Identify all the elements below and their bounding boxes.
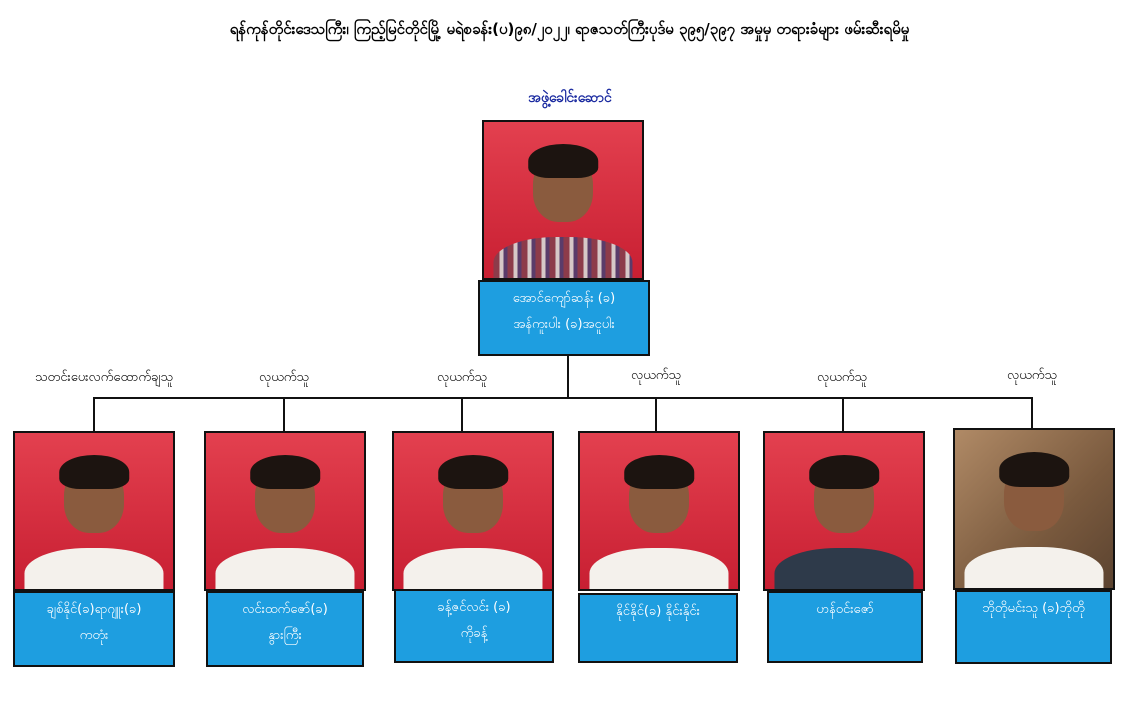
branch-connector — [1031, 397, 1033, 431]
member-name-line1: နိုင်နိုင်(ခ) နိုင်းနိုင်း — [616, 604, 700, 619]
member-photo — [13, 431, 175, 591]
member-role-label: လုယက်သူ — [436, 370, 488, 385]
member-photo — [392, 431, 554, 591]
member-name-line1: ဟန်ဝင်းဇော် — [816, 602, 874, 617]
member-name-box: နိုင်နိုင်(ခ) နိုင်းနိုင်း — [578, 593, 738, 663]
member-name-line2: ကိုခန့် — [460, 626, 488, 641]
member-photo — [763, 431, 925, 591]
member-name-box: လင်းထက်ဇော်(ခ) နွားကြီး — [206, 591, 364, 667]
horizontal-connector — [93, 397, 1033, 399]
member-role-label: လုယက်သူ — [630, 368, 682, 383]
leader-connector — [567, 356, 569, 398]
leader-name-line2: အန်ကူးပါး (ခ)အငူပါး — [513, 317, 615, 332]
member-role-label: လုယက်သူ — [816, 370, 868, 385]
branch-connector — [283, 397, 285, 431]
member-name-box: ဟန်ဝင်းဇော် — [767, 591, 923, 663]
member-photo — [578, 431, 740, 591]
leader-name-line1: အောင်ကျော်ဆန်း (ခ) — [512, 291, 616, 306]
branch-connector — [461, 397, 463, 431]
member-role-label: သတင်းပေးလက်ထောက်ချသူ — [34, 370, 174, 385]
member-role-label: လုယက်သူ — [1006, 368, 1058, 383]
member-photo — [953, 428, 1115, 590]
member-name-box: ဘိုတိုမင်းသူ (ခ)ဘိုတို — [955, 590, 1112, 664]
member-photo — [204, 431, 366, 591]
member-role-label: လုယက်သူ — [258, 370, 310, 385]
member-name-box: ခန့်ဇင်လင်း (ခ) ကိုခန့် — [394, 589, 554, 663]
leader-photo — [482, 120, 644, 280]
member-name-line1: ခန့်ဇင်လင်း (ခ) — [437, 600, 511, 615]
member-name-line2: ကတုံး — [79, 628, 109, 643]
member-name-line2: နွားကြီး — [268, 628, 302, 643]
member-name-line1: ချစ်နိုင်(ခ)ရာဂျူး(ခ) — [46, 602, 142, 617]
member-name-line1: လင်းထက်ဇော်(ခ) — [242, 602, 328, 617]
branch-connector — [93, 397, 95, 431]
leader-role-label: အဖွဲ့ခေါင်းဆောင် — [528, 90, 612, 106]
member-name-box: ချစ်နိုင်(ခ)ရာဂျူး(ခ) ကတုံး — [13, 591, 175, 667]
branch-connector — [655, 397, 657, 431]
leader-name-box: အောင်ကျော်ဆန်း (ခ) အန်ကူးပါး (ခ)အငူပါး — [478, 280, 650, 356]
page-title: ရန်ကုန်တိုင်းဒေသကြီး၊ ကြည့်မြင်တိုင်မြို… — [229, 20, 910, 38]
member-name-line1: ဘိုတိုမင်းသူ (ခ)ဘိုတို — [982, 601, 1085, 616]
branch-connector — [842, 397, 844, 431]
